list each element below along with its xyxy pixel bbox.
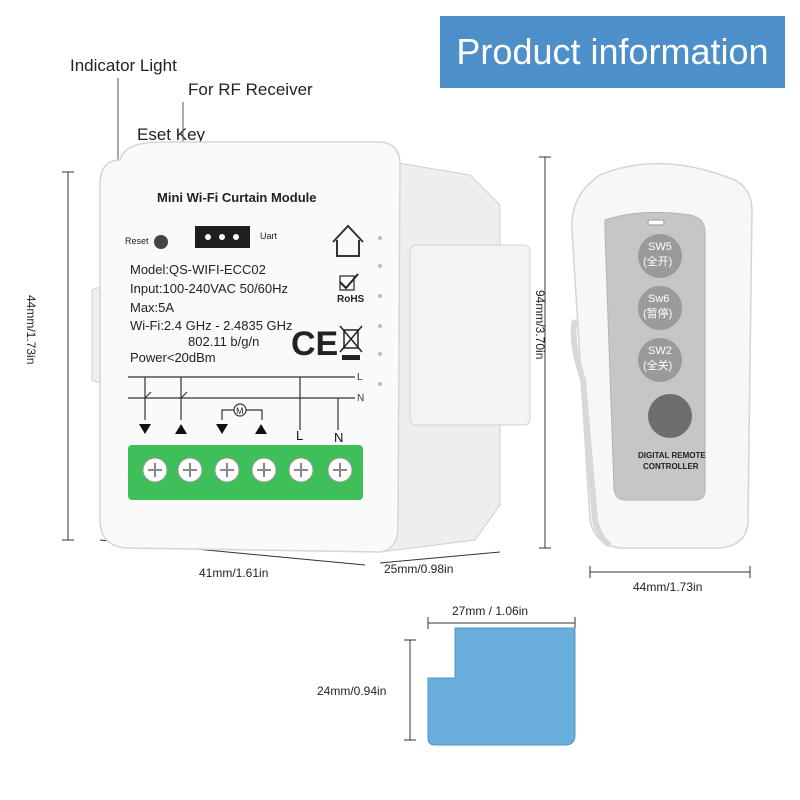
pad-height-label: 24mm/0.94in bbox=[317, 684, 387, 698]
terminal-n-label: N bbox=[334, 430, 343, 445]
weee-bin-icon bbox=[339, 325, 363, 360]
module-width-label: 41mm/1.61in bbox=[199, 566, 269, 580]
svg-text:Sw6: Sw6 bbox=[648, 293, 669, 305]
curtain-module: CE M L N L N bbox=[91, 141, 531, 553]
svg-text:(暂停): (暂停) bbox=[643, 306, 672, 320]
spec-model: Model:QS-WIFI-ECC02 bbox=[130, 262, 266, 277]
spec-wifi: Wi-Fi:2.4 GHz - 2.4835 GHz bbox=[130, 318, 293, 333]
motor-symbol bbox=[233, 403, 247, 417]
spec-power: Power<20dBm bbox=[130, 350, 216, 365]
reset-button[interactable] bbox=[154, 235, 168, 249]
ce-mark: CE bbox=[291, 325, 338, 363]
terminal-screws bbox=[142, 457, 353, 483]
reset-label: Reset bbox=[125, 236, 149, 246]
down-arrow-icon bbox=[216, 424, 228, 434]
spec-standard: 802.11 b/g/n bbox=[188, 334, 260, 349]
remote-controller: SW5 (全开) Sw6 (暂停) SW2 (全关) DIGITAL REMOT… bbox=[570, 162, 753, 549]
down-arrow-icon bbox=[139, 424, 151, 434]
spec-input: Input:100-240VAC 50/60Hz bbox=[130, 281, 289, 296]
up-arrow-icon bbox=[255, 424, 267, 434]
uart-label: Uart bbox=[260, 231, 278, 241]
remote-button-sw6[interactable] bbox=[638, 286, 682, 330]
adhesive-pad bbox=[427, 627, 576, 746]
pad-width-label: 27mm / 1.06in bbox=[452, 604, 529, 618]
spec-max: Max:5A bbox=[130, 300, 175, 315]
svg-text:M: M bbox=[236, 406, 244, 416]
line-n-label: N bbox=[357, 393, 364, 404]
remote-button-blank[interactable] bbox=[648, 394, 692, 438]
module-depth-label: 25mm/0.98in bbox=[384, 562, 454, 576]
remote-width-label: 44mm/1.73in bbox=[633, 580, 703, 594]
svg-text:(全关): (全关) bbox=[643, 358, 672, 372]
module-mount-bracket bbox=[409, 244, 531, 426]
remote-button-sw2[interactable] bbox=[638, 338, 682, 382]
eset-key-callout: Eset Key bbox=[137, 125, 206, 144]
module-title: Mini Wi-Fi Curtain Module bbox=[157, 190, 317, 205]
terminal-l-label: L bbox=[296, 428, 303, 443]
product-information-banner: Product information bbox=[440, 16, 785, 88]
svg-text:(全开): (全开) bbox=[643, 254, 672, 268]
remote-height-label: 94mm/3.70in bbox=[533, 290, 547, 360]
house-icon bbox=[332, 224, 364, 257]
remote-caption-2: CONTROLLER bbox=[643, 462, 699, 471]
up-arrow-icon bbox=[175, 424, 187, 434]
remote-button-sw5[interactable] bbox=[638, 234, 682, 278]
remote-led bbox=[647, 219, 665, 226]
svg-text:SW5: SW5 bbox=[648, 241, 672, 253]
module-depth-dim-line bbox=[379, 551, 501, 564]
remote-caption-1: DIGITAL REMOTE bbox=[638, 451, 706, 460]
svg-text:SW2: SW2 bbox=[648, 345, 672, 357]
rohs-label: RoHS bbox=[337, 294, 365, 305]
indicator-light-callout: Indicator Light bbox=[70, 56, 177, 75]
line-l-label: L bbox=[357, 372, 363, 383]
module-height-label: 44mm/1.73in bbox=[24, 295, 38, 365]
rf-receiver-callout: For RF Receiver bbox=[188, 80, 313, 99]
